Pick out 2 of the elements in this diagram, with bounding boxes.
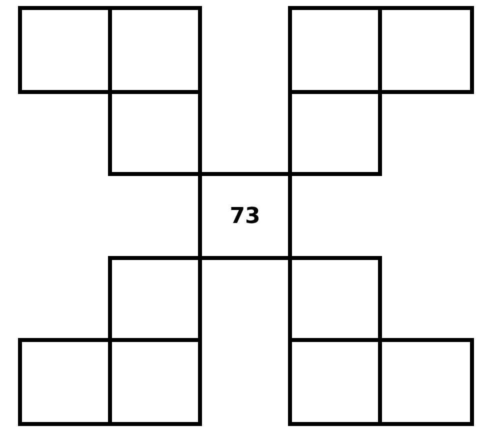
number-text: 73: [230, 204, 260, 228]
number-square: [198, 172, 292, 260]
